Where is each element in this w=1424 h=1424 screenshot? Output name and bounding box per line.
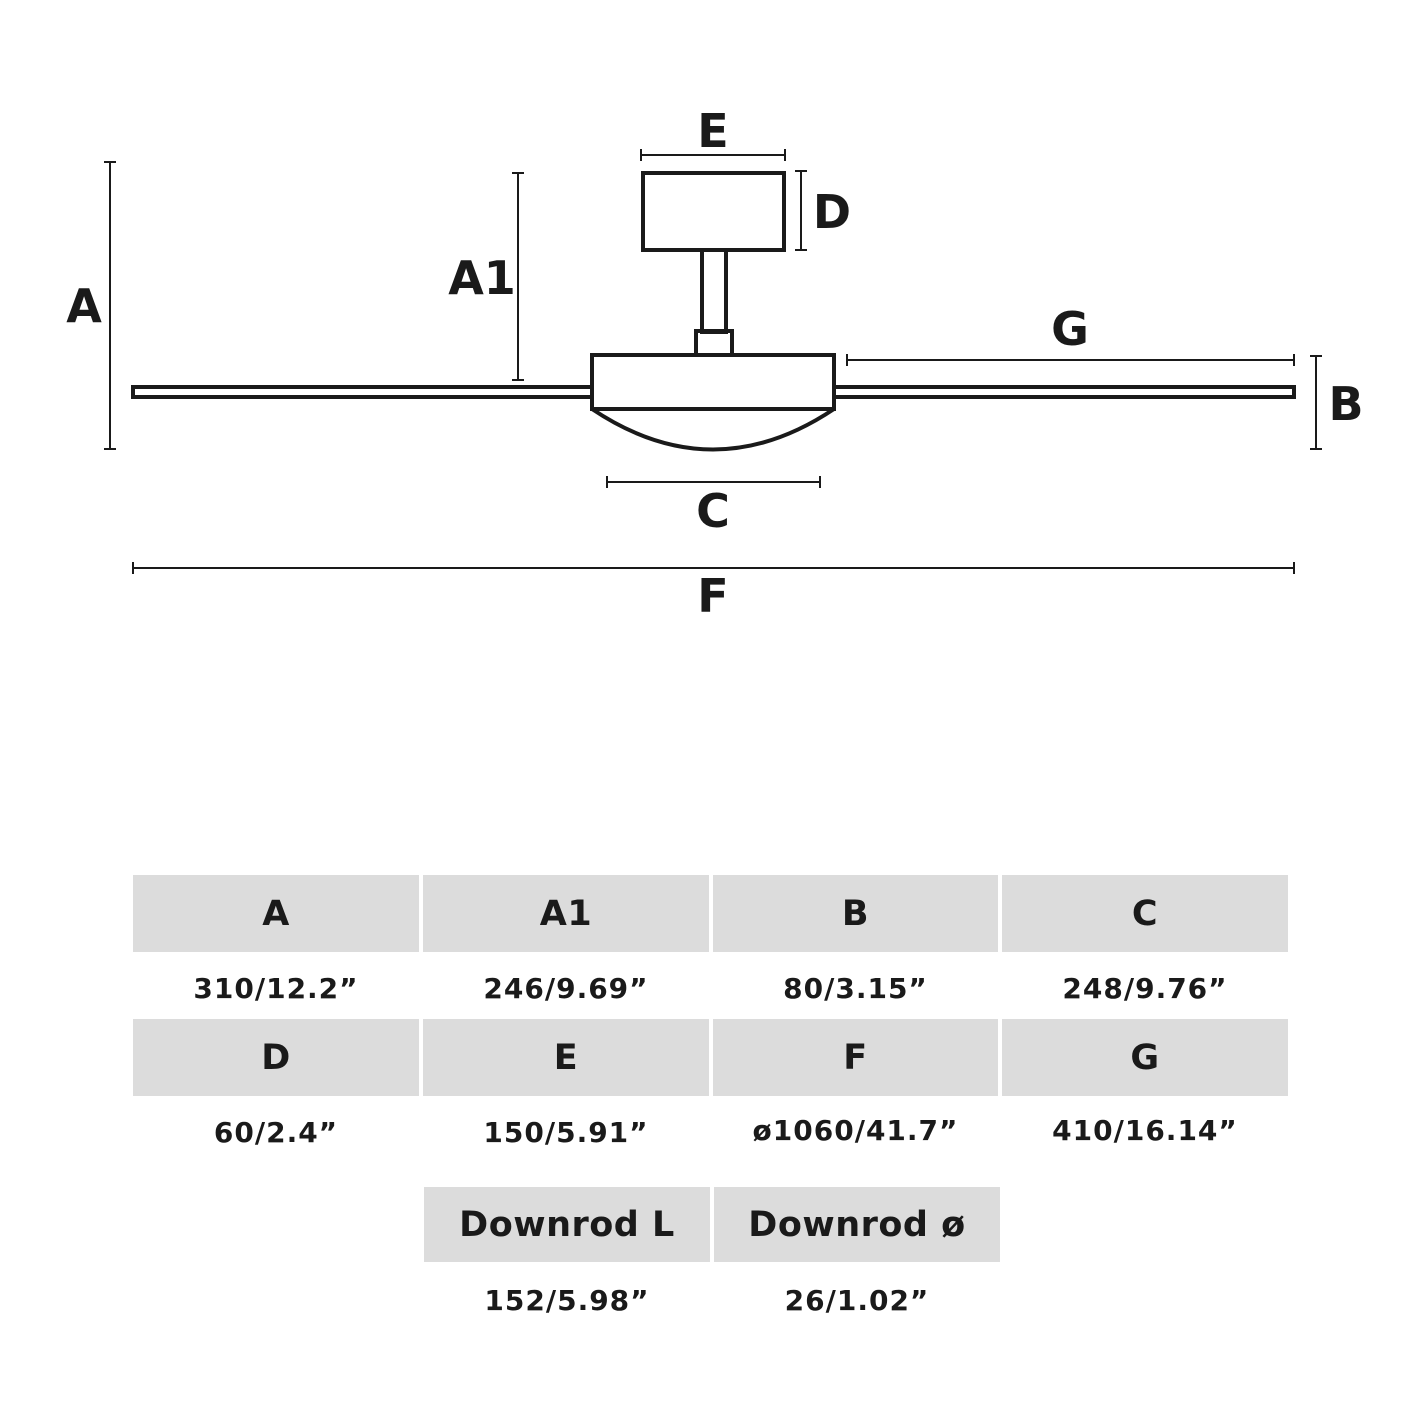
dimension-line-d: [795, 170, 807, 251]
label-g: G: [1051, 302, 1089, 356]
motor-housing: [590, 353, 836, 411]
dimension-line-c: [606, 476, 821, 488]
label-b: B: [1328, 377, 1363, 431]
coupler: [694, 329, 734, 357]
dimension-line-f: [132, 562, 1295, 574]
value-downrod-diameter: 26/1.02”: [784, 1283, 930, 1317]
header-downrod-length: Downrod L: [424, 1187, 710, 1262]
header-f: F: [713, 1019, 998, 1096]
value-a: 310/12.2”: [193, 971, 359, 1005]
label-f: F: [697, 569, 728, 623]
value-a1: 246/9.69”: [483, 971, 649, 1005]
fan-dimension-drawing: A A1 E D G B C: [66, 104, 1363, 623]
dimension-line-b: [1310, 355, 1322, 450]
header-d: D: [133, 1019, 419, 1096]
label-a: A: [66, 279, 102, 333]
label-c: C: [696, 484, 730, 538]
label-a1: A1: [448, 251, 516, 305]
header-g: G: [1002, 1019, 1288, 1096]
value-f: ø1060/41.7”: [752, 1113, 959, 1147]
dimension-line-a1: [512, 172, 524, 381]
left-blade: [131, 385, 594, 399]
value-b: 80/3.15”: [783, 971, 928, 1005]
right-blade: [832, 385, 1296, 399]
label-d: D: [813, 185, 851, 239]
header-c: C: [1002, 875, 1288, 952]
header-b: B: [713, 875, 998, 952]
value-g: 410/16.14”: [1052, 1113, 1238, 1147]
value-downrod-length: 152/5.98”: [484, 1283, 650, 1317]
canopy: [641, 171, 786, 252]
label-e: E: [697, 104, 728, 158]
header-a1: A1: [423, 875, 709, 952]
header-e: E: [423, 1019, 709, 1096]
light-bowl: [590, 407, 836, 452]
dimension-line-a: [104, 161, 116, 450]
dimension-line-g: [846, 354, 1295, 366]
dimension-line-e: [640, 149, 786, 161]
value-e: 150/5.91”: [483, 1115, 649, 1149]
header-downrod-diameter: Downrod ø: [714, 1187, 1000, 1262]
value-d: 60/2.4”: [213, 1115, 339, 1149]
header-a: A: [133, 875, 419, 952]
downrod: [700, 248, 728, 334]
value-c: 248/9.76”: [1062, 971, 1228, 1005]
